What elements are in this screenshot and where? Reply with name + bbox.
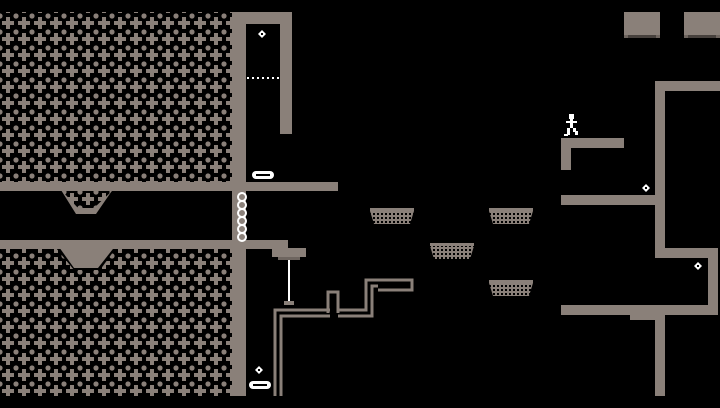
chain-link bbox=[237, 232, 247, 242]
shaft-wall-right bbox=[280, 12, 292, 134]
rock-upper bbox=[0, 12, 232, 210]
diamond-gem-3[interactable] bbox=[642, 184, 650, 192]
hud-slot-left[interactable] bbox=[624, 12, 660, 38]
floating-platform[interactable] bbox=[430, 243, 474, 259]
rock-lower bbox=[0, 248, 232, 396]
player-character[interactable] bbox=[564, 114, 578, 136]
pipe-network bbox=[273, 278, 414, 396]
floating-platform[interactable] bbox=[489, 280, 533, 296]
floating-platform[interactable] bbox=[489, 208, 533, 224]
chain-ladder[interactable] bbox=[237, 192, 247, 242]
ledge-upper bbox=[0, 182, 338, 191]
spring-pad-lower[interactable] bbox=[249, 381, 271, 389]
lift-cap bbox=[272, 248, 306, 257]
floating-platforms bbox=[370, 208, 533, 296]
hud-slot-right[interactable] bbox=[684, 12, 720, 38]
right-structure bbox=[561, 81, 720, 396]
diamond-gem-1[interactable] bbox=[258, 30, 266, 38]
ledge-lower-dip bbox=[54, 240, 120, 268]
diamond-gem-2[interactable] bbox=[255, 366, 263, 374]
floating-platform[interactable] bbox=[370, 208, 414, 224]
spring-pad-upper[interactable] bbox=[252, 171, 274, 179]
shaft-wall-top bbox=[232, 12, 292, 24]
diamond-gem-4[interactable] bbox=[694, 262, 702, 270]
ledge-lower bbox=[0, 240, 288, 249]
